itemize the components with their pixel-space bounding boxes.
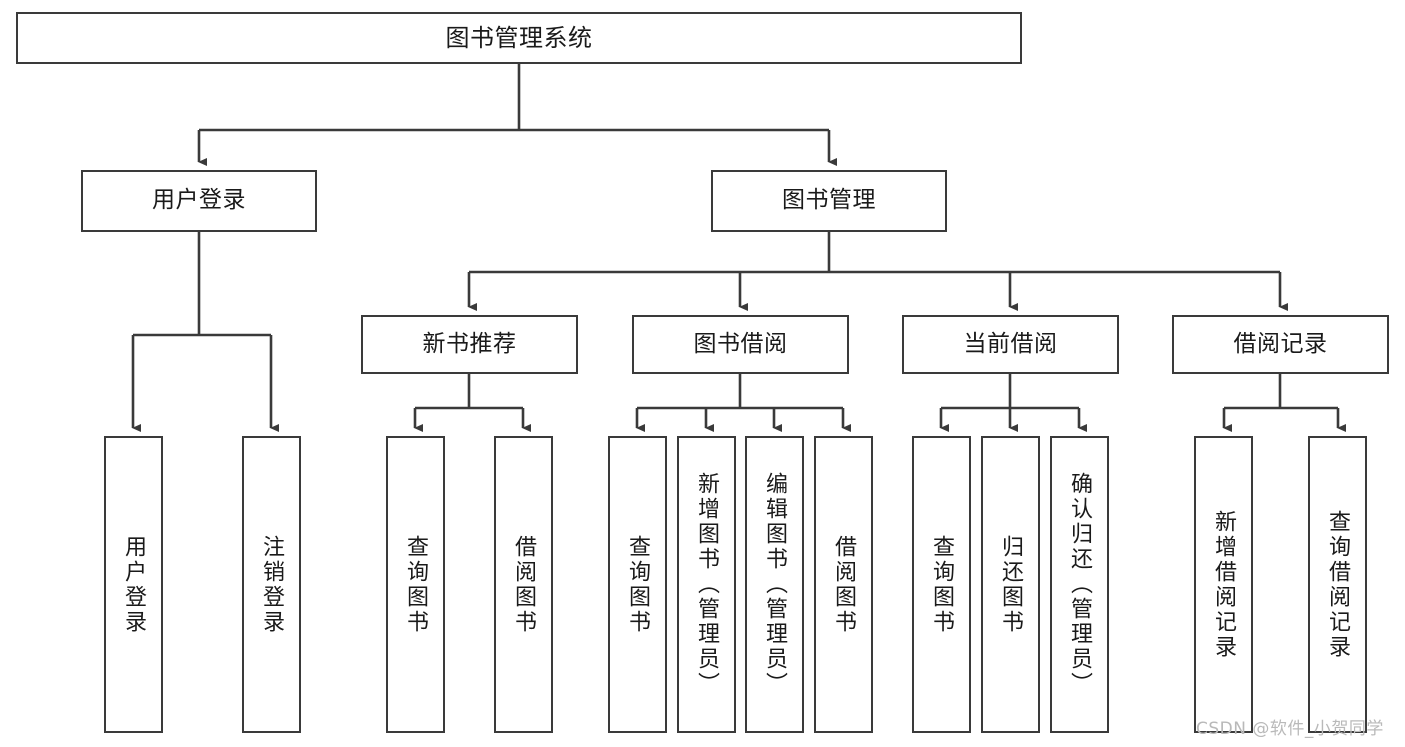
leaf-borrow-book-1-label: 借阅图书 xyxy=(511,534,537,635)
leaf-user-login[interactable]: 用户登录 xyxy=(104,436,163,733)
node-book-manage-label: 图书管理 xyxy=(782,187,876,214)
node-new-book-recommend[interactable]: 新书推荐 xyxy=(361,315,578,374)
node-root-label: 图书管理系统 xyxy=(445,23,593,52)
node-borrow-record[interactable]: 借阅记录 xyxy=(1172,315,1389,374)
leaf-borrow-book-2[interactable]: 借阅图书 xyxy=(814,436,873,733)
leaf-query-book-1-label: 查询图书 xyxy=(403,534,429,635)
leaf-query-book-3-label: 查询图书 xyxy=(929,534,955,635)
node-root[interactable]: 图书管理系统 xyxy=(16,12,1022,64)
node-borrow-record-label: 借阅记录 xyxy=(1233,330,1328,357)
leaf-query-record[interactable]: 查询借阅记录 xyxy=(1308,436,1367,733)
node-book-borrow-label: 图书借阅 xyxy=(693,330,788,357)
leaf-borrow-book-2-label: 借阅图书 xyxy=(831,534,857,635)
node-new-book-recommend-label: 新书推荐 xyxy=(422,330,517,357)
leaf-query-book-2[interactable]: 查询图书 xyxy=(608,436,667,733)
leaf-user-logout-label: 注销登录 xyxy=(259,534,285,635)
leaf-query-book-3[interactable]: 查询图书 xyxy=(912,436,971,733)
leaf-return-book-label: 归还图书 xyxy=(998,534,1024,635)
leaf-edit-book[interactable]: 编辑图书（管理员） xyxy=(745,436,804,733)
leaf-confirm-return-label: 确认归还（管理员） xyxy=(1067,472,1093,697)
leaf-add-record[interactable]: 新增借阅记录 xyxy=(1194,436,1253,733)
leaf-return-book[interactable]: 归还图书 xyxy=(981,436,1040,733)
node-current-borrow[interactable]: 当前借阅 xyxy=(902,315,1119,374)
node-user-login-label: 用户登录 xyxy=(152,187,246,214)
leaf-query-book-2-label: 查询图书 xyxy=(625,534,651,635)
leaf-user-logout[interactable]: 注销登录 xyxy=(242,436,301,733)
leaf-add-book[interactable]: 新增图书（管理员） xyxy=(677,436,736,733)
leaf-add-book-label: 新增图书（管理员） xyxy=(694,472,720,697)
leaf-confirm-return[interactable]: 确认归还（管理员） xyxy=(1050,436,1109,733)
leaf-edit-book-label: 编辑图书（管理员） xyxy=(762,472,788,697)
leaf-borrow-book-1[interactable]: 借阅图书 xyxy=(494,436,553,733)
leaf-query-record-label: 查询借阅记录 xyxy=(1325,509,1351,660)
csdn-watermark: CSDN @软件_小贺同学 xyxy=(1196,719,1384,739)
leaf-query-book-1[interactable]: 查询图书 xyxy=(386,436,445,733)
node-user-login[interactable]: 用户登录 xyxy=(81,170,317,232)
leaf-user-login-label: 用户登录 xyxy=(121,534,147,635)
node-current-borrow-label: 当前借阅 xyxy=(963,330,1058,357)
leaf-add-record-label: 新增借阅记录 xyxy=(1211,509,1237,660)
node-book-manage[interactable]: 图书管理 xyxy=(711,170,947,232)
node-book-borrow[interactable]: 图书借阅 xyxy=(632,315,849,374)
